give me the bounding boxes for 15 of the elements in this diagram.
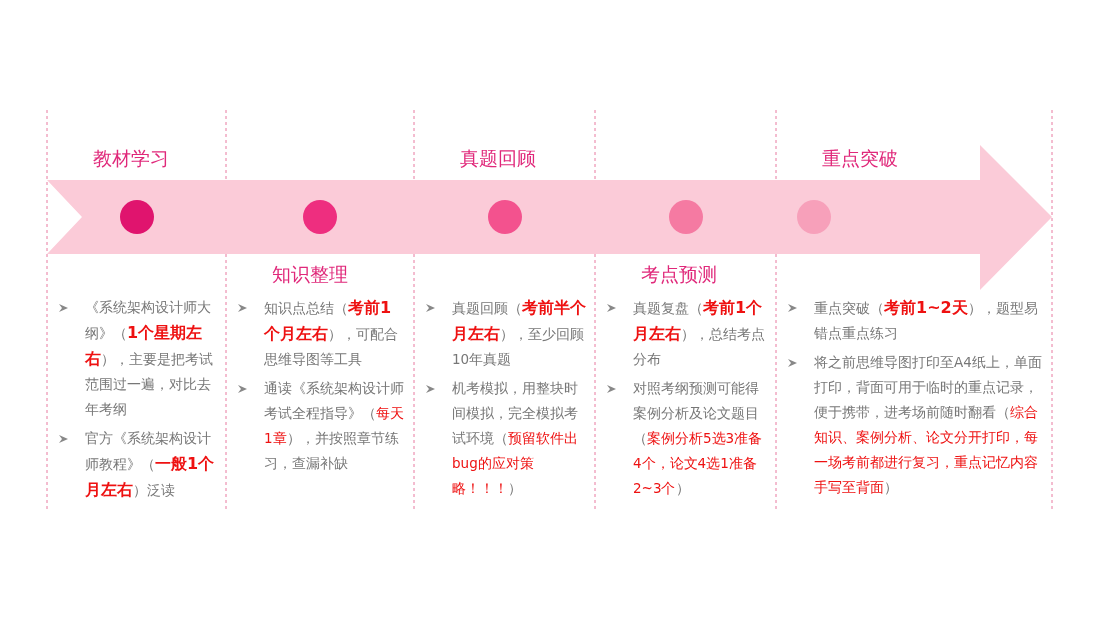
bullet-text: 将之前思维导图打印至A4纸上，单面打印，背面可用于临时的重点记录，便于携带，进考场前随时翻看（综合知识、案例分析、论文分开打印，每一场考前都进行复习，重点记忆内容手写至背面）	[814, 353, 1043, 497]
stage-title: 真题回顾	[460, 146, 536, 171]
bullet-text: 通读《系统架构设计师考试全程指导》（每天1章），并按照章节练习，查漏补缺	[264, 379, 405, 473]
stage-title: 知识整理	[272, 262, 348, 287]
stage-title: 教材学习	[93, 146, 169, 171]
bullet-text: 对照考纲预测可能得案例分析及论文题目（案例分析5选3准备4个，论文4选1准备2~3个）	[633, 379, 764, 498]
stage-title: 考点预测	[641, 262, 717, 287]
bullet-text: 机考模拟，用整块时间模拟，完全模拟考试环境（预留软件出bug的应对策略！！！）	[452, 379, 579, 498]
stage-title: 重点突破	[822, 146, 898, 171]
bullet-text: 知识点总结（考前1个月左右），可配合思维导图等工具	[264, 297, 399, 369]
bullet-text: 官方《系统架构设计师教程》（一般1个月左右）泛读	[85, 429, 216, 501]
bullet-text: 《系统架构设计师大纲》（1个星期左右），主要是把考试范围过一遍，对比去年考纲	[85, 298, 214, 419]
bullet-text: 重点突破（考前1~2天），题型易错点重点练习	[814, 297, 1039, 343]
bullet-text: 真题回顾（考前半个月左右），至少回顾10年真题	[452, 297, 587, 369]
bullet-text: 真题复盘（考前1个月左右），总结考点分布	[633, 297, 766, 369]
